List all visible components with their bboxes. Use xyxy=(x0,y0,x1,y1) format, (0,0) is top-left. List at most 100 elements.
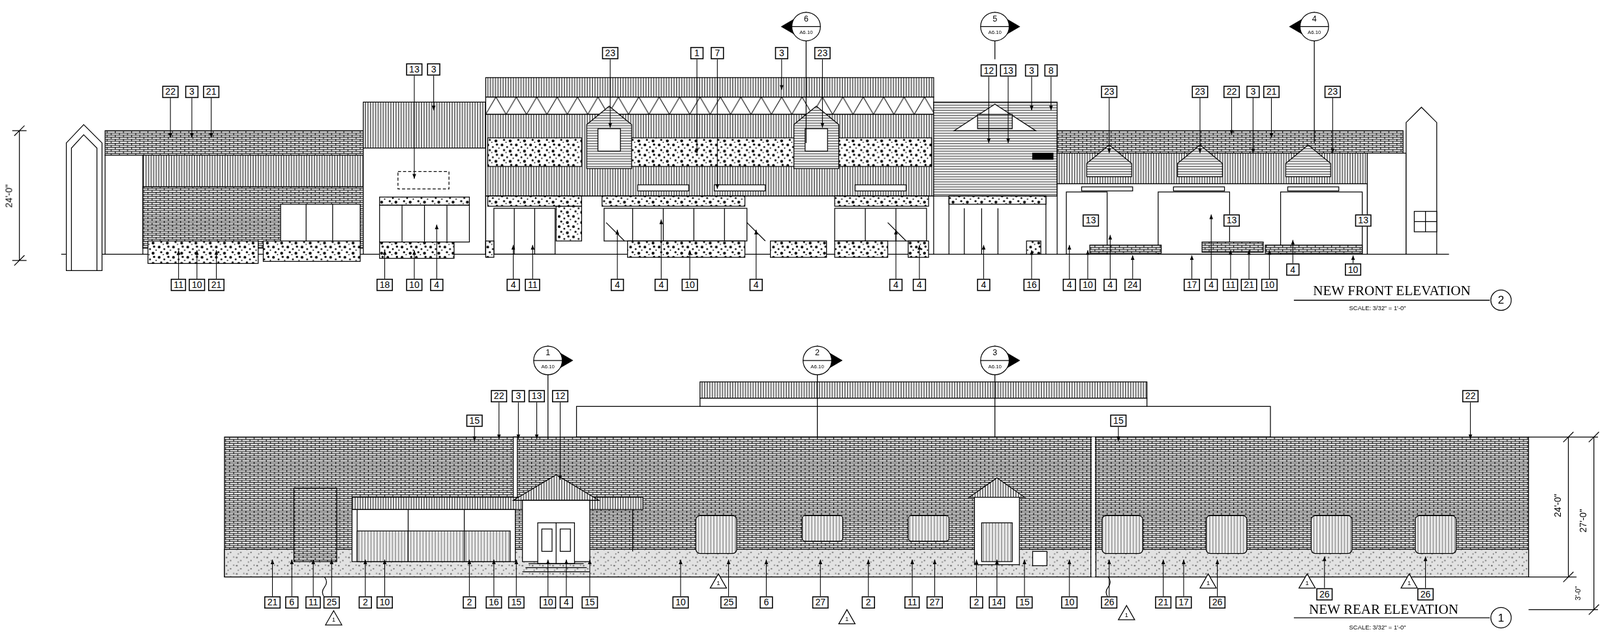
callout-number: 10 xyxy=(405,278,423,292)
rear-elevation xyxy=(224,381,1599,628)
callout-number: 10 xyxy=(681,278,699,292)
leader-line xyxy=(988,76,990,143)
callout-number: 12 xyxy=(552,389,569,402)
revision-triangle xyxy=(838,609,855,624)
leader-line xyxy=(436,224,438,279)
sheet-reference: A6.10 xyxy=(987,30,1001,36)
leader-arrow xyxy=(311,559,316,564)
revision-number: 1 xyxy=(1124,611,1129,618)
leader-arrow xyxy=(383,249,387,255)
callout-number: 26 xyxy=(1417,587,1434,601)
leader-line xyxy=(331,559,333,596)
leader-line xyxy=(512,244,514,279)
leader-line xyxy=(661,219,662,279)
callout-number: 4 xyxy=(506,278,520,292)
callout-number: 10 xyxy=(1261,278,1278,292)
callout-number: 4 xyxy=(976,278,990,292)
callout-number: 16 xyxy=(485,595,502,609)
leader-arrow xyxy=(1049,105,1054,111)
leader-line xyxy=(728,559,729,596)
leader-arrow xyxy=(530,244,535,250)
dimension-text: 24'-0" xyxy=(1553,493,1563,517)
callout-number: 2 xyxy=(462,595,476,609)
callout-number: 11 xyxy=(1222,278,1239,292)
callout-number: 10 xyxy=(1061,595,1078,609)
callout-number: 15 xyxy=(581,595,598,609)
leader-line xyxy=(413,75,415,179)
revision-triangle xyxy=(1400,573,1418,588)
revision-triangle xyxy=(1118,604,1135,620)
callout-number: 17 xyxy=(1175,595,1192,609)
sheet-reference: A6.10 xyxy=(541,363,555,369)
leader-line xyxy=(364,559,366,596)
leader-arrow xyxy=(1108,234,1113,240)
leader-line xyxy=(976,559,977,596)
callout-number: 3 xyxy=(775,46,789,60)
leader-arrow xyxy=(511,244,516,250)
callout-number: 4 xyxy=(749,278,763,292)
callout-number: 27 xyxy=(812,595,829,609)
leader-line xyxy=(1216,559,1218,596)
callout-number: 10 xyxy=(188,278,205,292)
callout-number: 3 xyxy=(185,85,199,98)
leader-arrow xyxy=(209,133,214,138)
leader-arrow xyxy=(1029,105,1034,111)
leader-arrow xyxy=(546,559,551,564)
leader-line xyxy=(433,75,434,111)
sheet-reference: A6.10 xyxy=(810,363,824,369)
callout-number: 21 xyxy=(208,278,225,292)
leader-arrow xyxy=(1161,559,1166,564)
callout-number: 8 xyxy=(1044,64,1058,77)
leader-arrow xyxy=(1468,433,1473,439)
leader-arrow xyxy=(986,138,991,143)
callout-number: 26 xyxy=(1209,595,1226,609)
leader-arrow xyxy=(694,148,699,154)
leader-arrow xyxy=(1181,559,1186,564)
callout-number: 21 xyxy=(1241,278,1258,292)
leader-arrow xyxy=(1130,255,1135,260)
callout-number: 13 xyxy=(405,63,423,76)
leader-arrow xyxy=(754,229,759,235)
leader-line xyxy=(1323,555,1325,588)
leader-line xyxy=(1108,559,1110,596)
callout-number: 6 xyxy=(285,595,299,609)
callout-number: 12 xyxy=(980,64,998,77)
leader-arrow xyxy=(1190,255,1195,260)
leader-line xyxy=(170,97,171,138)
leader-line xyxy=(1470,401,1471,439)
leader-arrow xyxy=(678,559,683,564)
leader-arrow xyxy=(431,105,436,111)
leader-line xyxy=(1030,76,1032,111)
callout-number: 21 xyxy=(1154,595,1172,609)
callout-number: 21 xyxy=(202,85,220,98)
leader-arrow xyxy=(176,249,181,255)
leader-arrow xyxy=(910,559,915,564)
callout-number: 10 xyxy=(1344,262,1362,276)
leader-arrow xyxy=(329,559,334,564)
callout-number: 14 xyxy=(988,595,1005,609)
leader-line xyxy=(1068,244,1070,279)
callout-number: 22 xyxy=(162,85,179,98)
leader-arrow xyxy=(687,249,692,255)
leader-arrow xyxy=(659,219,664,224)
leader-line xyxy=(547,559,549,596)
leader-line xyxy=(934,559,936,596)
leader-arrow xyxy=(1198,148,1202,154)
leader-line xyxy=(589,559,590,596)
leader-arrow xyxy=(820,122,825,128)
revision-triangle xyxy=(1299,573,1316,588)
callout-number: 26 xyxy=(1100,595,1118,609)
callout-number: 6 xyxy=(759,595,773,609)
leader-arrow xyxy=(726,559,731,564)
leader-line xyxy=(679,559,681,596)
front-elevation xyxy=(12,77,1512,311)
leader-line xyxy=(1199,97,1200,153)
leader-arrow xyxy=(974,559,979,564)
leader-arrow xyxy=(270,559,275,564)
callout-number: 13 xyxy=(1223,214,1240,227)
section-markers xyxy=(533,12,1329,440)
callout-number: 13 xyxy=(1355,214,1372,227)
leader-arrow xyxy=(289,559,294,564)
